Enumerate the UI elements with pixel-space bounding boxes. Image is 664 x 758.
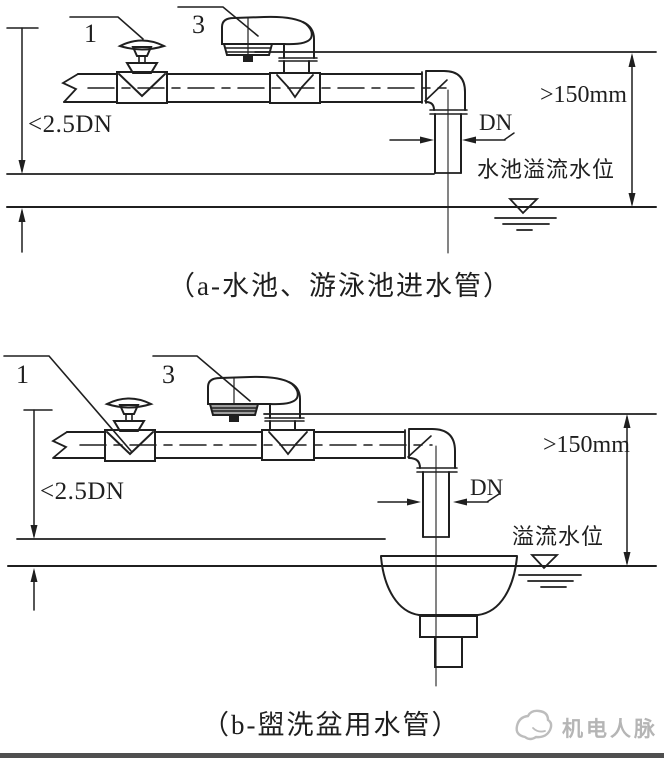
overflow-level-label-a: 水池溢流水位 xyxy=(477,157,616,182)
air-gap-dimension-label-a: <2.5DN xyxy=(28,111,113,138)
leader-lines-a xyxy=(69,6,259,40)
watermark-logo-icon xyxy=(515,709,553,741)
item-number-vacuum-breaker-a: 3 xyxy=(192,10,205,39)
leader-lines-b xyxy=(3,355,251,452)
caption-diagram-a: （a-水池、游泳池进水管） xyxy=(168,271,512,301)
elbow-downpipe-a-icon xyxy=(421,70,468,254)
bottom-border-bar xyxy=(0,753,664,758)
vacuum-breaker-icon-b xyxy=(207,375,305,431)
watermark-text: 机电人脉 xyxy=(562,718,658,741)
item-number-valve-b: 1 xyxy=(16,360,29,389)
pipe-diameter-label-a: DN xyxy=(479,110,513,135)
vacuum-breaker-icon xyxy=(221,15,318,74)
pipe-horizontal-a-icon xyxy=(61,73,447,103)
min-height-label-a: >150mm xyxy=(540,82,627,108)
item-number-valve-a: 1 xyxy=(84,19,97,48)
overflow-level-label-b: 溢流水位 xyxy=(512,524,605,549)
min-height-label-b: >150mm xyxy=(543,432,630,458)
height-dimension-a xyxy=(628,53,636,207)
level-lines-a xyxy=(6,51,657,208)
water-level-icon-b xyxy=(518,554,582,588)
level-lines-b xyxy=(7,413,657,567)
air-gap-dimension-label-b: <2.5DN xyxy=(40,478,125,505)
height-dimension-b xyxy=(623,414,631,566)
washbasin-icon xyxy=(380,555,518,668)
valve-icon xyxy=(116,39,168,104)
dn-dimension-a xyxy=(389,132,515,144)
valve-icon-b xyxy=(104,397,156,462)
pipe-diameter-label-b: DN xyxy=(470,475,504,500)
water-level-icon-a xyxy=(494,198,557,231)
airgap-dimension-b xyxy=(23,409,53,611)
airgap-dimension-a xyxy=(6,27,39,253)
tee-fitting-a-icon xyxy=(269,72,321,104)
elbow-downpipe-b-icon xyxy=(404,428,458,687)
dn-dimension-b xyxy=(377,493,500,506)
caption-diagram-b: （b-盥洗盆用水管） xyxy=(202,710,461,740)
diagram-a-linework xyxy=(6,6,657,254)
diagram-b-linework xyxy=(3,355,657,687)
item-number-vacuum-breaker-b: 3 xyxy=(162,360,175,389)
tee-fitting-b-icon xyxy=(261,429,315,461)
